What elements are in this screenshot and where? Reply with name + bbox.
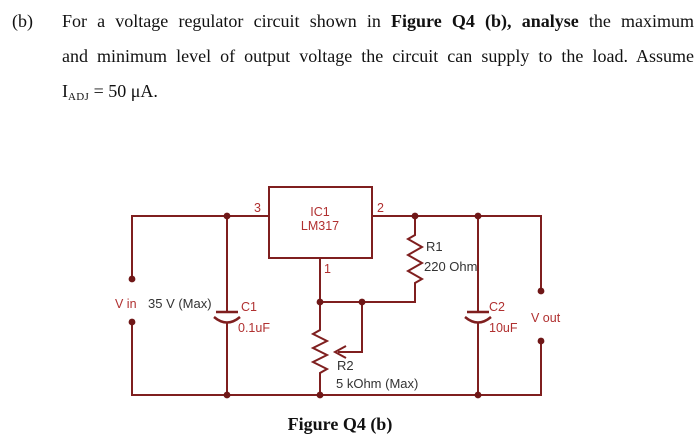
r1-value-label: 220 Ohm bbox=[424, 259, 477, 274]
c2-name-label: C2 bbox=[489, 300, 505, 314]
pin-1-label: 1 bbox=[324, 262, 331, 276]
current-symbol: I bbox=[62, 81, 68, 101]
junction-dot-vin-plus bbox=[128, 275, 136, 283]
c1-value-label: 0.1uF bbox=[238, 321, 270, 335]
junction-dot-vout-minus bbox=[537, 337, 545, 345]
junction-dot-vin-minus bbox=[128, 318, 136, 326]
junction-dot-c2-bottom bbox=[474, 391, 482, 399]
question-line-2: and minimum level of output voltage the … bbox=[62, 46, 694, 66]
c2-value-label: 10uF bbox=[489, 321, 518, 335]
resistor-r1-symbol bbox=[405, 216, 425, 302]
junction-dot-adj bbox=[316, 298, 324, 306]
vin-value-label: 35 V (Max) bbox=[148, 296, 212, 311]
resistor-r2-symbol bbox=[310, 302, 330, 395]
wire-top-rail-right bbox=[371, 215, 542, 292]
figure-caption: Figure Q4 (b) bbox=[287, 414, 393, 434]
line1-bold-figure-ref: Figure Q4 (b), bbox=[391, 11, 512, 31]
current-value: = 50 μA. bbox=[89, 81, 158, 101]
question-line-3: IADJ = 50 μA. bbox=[62, 74, 694, 112]
current-subscript: ADJ bbox=[68, 91, 90, 103]
junction-dot-wiper bbox=[358, 298, 366, 306]
vin-label: V in bbox=[115, 297, 137, 311]
c1-name-label: C1 bbox=[241, 300, 257, 314]
ic-box bbox=[268, 186, 373, 259]
line1-bold-analyse: analyse bbox=[521, 11, 579, 31]
junction-dot-c1-top bbox=[223, 212, 231, 220]
junction-dot-r1-top bbox=[411, 212, 419, 220]
pin-2-label: 2 bbox=[377, 201, 384, 215]
junction-dot-c1-bottom bbox=[223, 391, 231, 399]
r2-value-label: 5 kOhm (Max) bbox=[336, 376, 418, 391]
question-text: For a voltage regulator circuit shown in… bbox=[62, 4, 694, 112]
vout-label: V out bbox=[531, 311, 561, 325]
junction-dot-r2-bottom bbox=[316, 391, 324, 399]
question-line-1: For a voltage regulator circuit shown in… bbox=[62, 4, 694, 39]
line1-pre: For a voltage regulator circuit shown in bbox=[62, 11, 392, 31]
r1-name-label: R1 bbox=[426, 239, 443, 254]
ic-name-label: IC1 bbox=[310, 205, 330, 219]
ic-part-label: LM317 bbox=[301, 219, 339, 233]
question-part-label: (b) bbox=[12, 11, 33, 31]
line1-post: the maximum bbox=[578, 11, 695, 31]
junction-dot-vout-plus bbox=[537, 287, 545, 295]
wiper-arrow-head bbox=[332, 345, 347, 359]
r2-name-label: R2 bbox=[337, 358, 354, 373]
capacitor-c1-symbol bbox=[213, 310, 241, 324]
capacitor-c2-symbol bbox=[464, 310, 492, 324]
pin-3-label: 3 bbox=[254, 201, 261, 215]
wire-left-drop-bottom-rail bbox=[131, 321, 542, 396]
wiper-arrow-stem bbox=[338, 302, 363, 353]
junction-dot-c2-top bbox=[474, 212, 482, 220]
